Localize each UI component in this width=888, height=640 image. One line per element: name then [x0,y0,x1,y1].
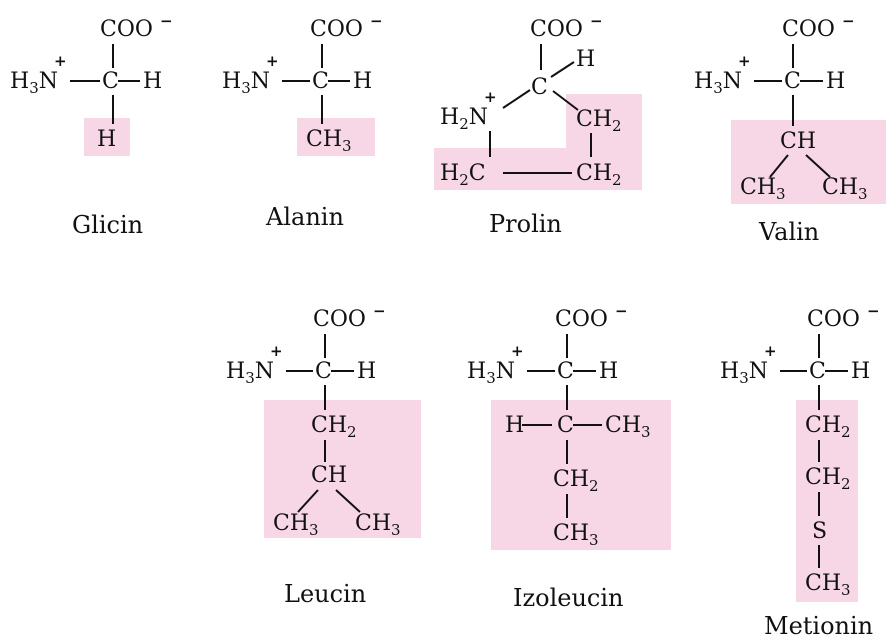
negative-charge: − [867,302,880,320]
alpha-carbon: C [315,359,332,384]
alpha-carbon: C [784,69,801,94]
bond [297,489,319,513]
negative-charge: − [842,12,855,30]
ring-methylene: H2C [440,161,486,189]
negative-charge: − [590,12,603,30]
side-chain-highlight [264,400,421,538]
hydrogen: H [599,359,618,384]
positive-charge: + [764,342,777,360]
molecule-name: Glicin [72,211,143,239]
methine-group: CH [311,463,347,488]
methylene-group: CH2 [805,413,851,441]
positive-charge: + [511,342,524,360]
ammonium-group: H3N [694,69,742,97]
positive-charge: + [484,88,497,106]
ammonium-group: H3N [10,69,58,97]
methyl-group: CH3 [605,413,651,441]
beta-carbon: C [557,413,574,438]
carboxylate-group: COO [782,17,835,42]
alpha-carbon: C [809,359,826,384]
negative-charge: − [370,12,383,30]
methyl-group: CH3 [273,511,319,539]
side-chain-highlight [796,400,858,602]
alpha-carbon: C [557,359,574,384]
methyl-group: CH3 [805,571,851,599]
positive-charge: + [270,342,283,360]
sulfur-atom: S [812,519,827,544]
molecule-metionin: COO − H3N + C H CH2 CH2 S CH3 Metionin [720,302,880,640]
bond [502,89,531,109]
bond [335,489,361,513]
hydrogen: H [143,69,162,94]
bond [550,61,575,78]
methylene-group: CH2 [311,413,357,441]
methylene-group: CH2 [553,467,599,495]
methyl-group: CH3 [740,175,786,203]
bond [552,90,579,111]
positive-charge: + [54,52,67,70]
negative-charge: − [615,302,628,320]
ammonium-group: H3N [720,359,768,387]
molecule-name: Leucin [284,580,366,608]
alpha-carbon: C [531,75,548,100]
imino-group: H2N [440,105,488,133]
ring-methylene: CH2 [576,107,622,135]
ammonium-group: H3N [226,359,274,387]
hydrogen: H [505,413,524,438]
molecule-valin: COO − H3N + C H CH CH3 CH3 Valin [694,12,886,246]
carboxylate-group: COO [310,17,363,42]
molecule-name: Alanin [265,203,344,231]
side-chain-hydrogen: H [97,127,116,152]
hydrogen: H [353,69,372,94]
ring-methylene: CH2 [576,161,622,189]
molecule-glicin: COO − H3N + C H H Glicin [10,12,173,239]
hydrogen: H [357,359,376,384]
methyl-group: CH3 [822,175,868,203]
positive-charge: + [738,52,751,70]
alpha-carbon: C [102,69,119,94]
hydrogen: H [851,359,870,384]
ammonium-group: H3N [222,69,270,97]
molecule-name: Metionin [764,612,873,640]
molecule-izoleucin: COO − H3N + C H H C CH3 CH2 CH3 Izoleuci… [467,302,671,612]
molecule-prolin: COO − C H H2N + CH2 H2C CH2 Prolin [434,12,642,238]
ammonium-group: H3N [467,359,515,387]
molecule-leucin: COO − H3N + C H CH2 CH CH3 CH3 Leucin [226,302,421,608]
methyl-group: CH3 [355,511,401,539]
negative-charge: − [160,12,173,30]
negative-charge: − [373,302,386,320]
carboxylate-group: COO [313,307,366,332]
carboxylate-group: COO [555,307,608,332]
positive-charge: + [266,52,279,70]
molecule-name: Prolin [489,210,562,238]
side-chain-highlight [297,118,375,156]
alpha-carbon: C [312,69,329,94]
carboxylate-group: COO [100,17,153,42]
carboxylate-group: COO [807,307,860,332]
bond [769,154,789,178]
bond [805,154,831,178]
hydrogen: H [576,47,595,72]
methyl-group: CH3 [306,127,352,155]
methine-group: CH [780,129,816,154]
molecule-name: Izoleucin [513,584,623,612]
side-chain-highlight [434,94,642,190]
methyl-group: CH3 [553,521,599,549]
molecule-alanin: COO − H3N + C H CH3 Alanin [222,12,383,231]
hydrogen: H [826,69,845,94]
carboxylate-group: COO [530,17,583,42]
side-chain-highlight [731,120,886,204]
molecule-name: Valin [758,218,819,246]
methylene-group: CH2 [805,465,851,493]
side-chain-highlight [84,118,130,156]
